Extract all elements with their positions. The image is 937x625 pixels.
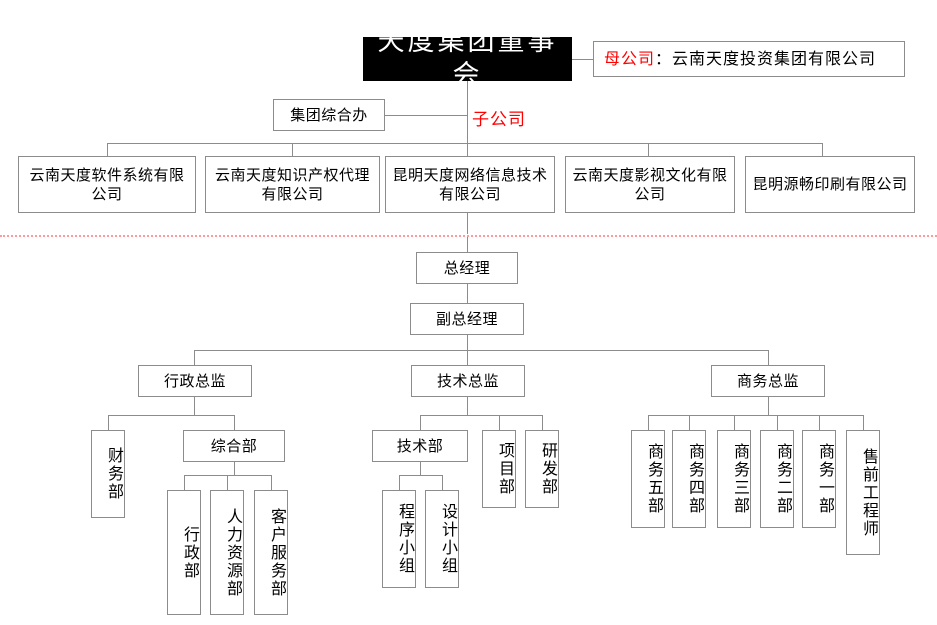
connector-business-trunk <box>768 397 769 415</box>
connector-business-bus <box>648 415 863 416</box>
connector-drop-program-team <box>399 475 400 490</box>
connector-general-affairs-bus <box>184 475 272 476</box>
connector-drop-business-unit-2 <box>777 415 778 430</box>
connector-tech-bus <box>420 415 542 416</box>
director-box-admin[interactable]: 行政总监 <box>138 365 252 397</box>
customer-service-dept-box[interactable]: 客户服务部 <box>254 490 288 615</box>
parent-company-tag: 母公司 <box>604 49 656 68</box>
board-of-directors-box[interactable]: 天度集团董事会 <box>363 26 572 91</box>
connector-drop-general-affairs <box>234 415 235 430</box>
connector-gm-to-dgm <box>467 284 468 303</box>
admin-dept-box[interactable]: 行政部 <box>167 490 201 615</box>
parent-company-name: 云南天度投资集团有限公司 <box>672 49 877 68</box>
hr-dept-box[interactable]: 人力资源部 <box>210 490 244 615</box>
subsidiary-box-2[interactable]: 云南天度知识产权代理有限公司 <box>205 156 380 213</box>
connector-drop-presales-engineer <box>863 415 864 430</box>
group-office-box[interactable]: 集团综合办 <box>273 99 385 131</box>
connector-drop-subsidiary-5 <box>822 143 823 156</box>
connector-drop-admin-dept <box>184 475 185 490</box>
rd-dept-box[interactable]: 研发部 <box>525 430 559 508</box>
connector-board-trunk <box>467 81 468 143</box>
general-manager-box[interactable]: 总经理 <box>416 252 518 284</box>
connector-drop-director-tech <box>467 350 468 365</box>
parent-company-note-box: 母公司：云南天度投资集团有限公司 <box>593 41 905 77</box>
connector-admin-bus <box>108 415 234 416</box>
connector-drop-director-admin <box>194 350 195 365</box>
connector-drop-hr-dept <box>227 475 228 490</box>
general-affairs-dept-box[interactable]: 综合部 <box>183 430 285 462</box>
connector-drop-customer-service-dept <box>271 475 272 490</box>
director-box-tech[interactable]: 技术总监 <box>411 365 525 397</box>
connector-general-affairs-trunk <box>234 462 235 475</box>
business-unit-1-box[interactable]: 商务一部 <box>802 430 836 528</box>
connector-drop-tech-dept <box>420 415 421 430</box>
connector-drop-subsidiary-4 <box>648 143 649 156</box>
section-divider <box>0 235 937 237</box>
connector-drop-business-unit-5 <box>648 415 649 430</box>
connector-admin-trunk <box>194 397 195 415</box>
connector-subsidiary3-down <box>467 213 468 234</box>
connector-drop-subsidiary-2 <box>292 143 293 156</box>
subsidiary-box-3[interactable]: 昆明天度网络信息技术有限公司 <box>385 156 555 213</box>
connector-drop-design-team <box>442 475 443 490</box>
connector-board-to-parent-note <box>572 59 593 60</box>
connector-tech-dept-bus <box>399 475 442 476</box>
connector-drop-subsidiary-3 <box>467 143 468 156</box>
director-box-business[interactable]: 商务总监 <box>711 365 825 397</box>
finance-dept-box[interactable]: 财务部 <box>91 430 125 518</box>
subsidiary-box-1[interactable]: 云南天度软件系统有限公司 <box>18 156 196 213</box>
project-dept-box[interactable]: 项目部 <box>482 430 516 508</box>
subsidiary-box-5[interactable]: 昆明源畅印刷有限公司 <box>745 156 915 213</box>
business-unit-3-box[interactable]: 商务三部 <box>717 430 751 528</box>
business-unit-2-box[interactable]: 商务二部 <box>760 430 794 528</box>
connector-subsidiaries-bus <box>107 143 823 144</box>
subsidiary-box-4[interactable]: 云南天度影视文化有限公司 <box>565 156 735 213</box>
parent-company-separator: ： <box>655 49 673 68</box>
subsidiary-label: 子公司 <box>472 110 526 130</box>
connector-drop-subsidiary-1 <box>107 143 108 156</box>
deputy-general-manager-box[interactable]: 副总经理 <box>410 303 524 335</box>
business-unit-5-box[interactable]: 商务五部 <box>631 430 665 528</box>
connector-drop-finance <box>108 415 109 430</box>
connector-drop-director-business <box>768 350 769 365</box>
presales-engineer-box[interactable]: 售前工程师 <box>846 430 880 555</box>
connector-dgm-trunk <box>467 335 468 350</box>
connector-divider-to-gm <box>467 237 468 252</box>
connector-directors-bus <box>194 350 768 351</box>
connector-drop-business-unit-1 <box>819 415 820 430</box>
connector-group-office-to-trunk <box>385 115 467 116</box>
business-unit-4-box[interactable]: 商务四部 <box>672 430 706 528</box>
connector-tech-dept-trunk <box>420 462 421 475</box>
tech-dept-box[interactable]: 技术部 <box>372 430 468 462</box>
connector-drop-rd-dept <box>542 415 543 430</box>
connector-tech-trunk <box>467 397 468 415</box>
program-team-box[interactable]: 程序小组 <box>382 490 416 588</box>
connector-drop-business-unit-3 <box>734 415 735 430</box>
connector-drop-project-dept <box>499 415 500 430</box>
connector-drop-business-unit-4 <box>689 415 690 430</box>
design-team-box[interactable]: 设计小组 <box>425 490 459 588</box>
